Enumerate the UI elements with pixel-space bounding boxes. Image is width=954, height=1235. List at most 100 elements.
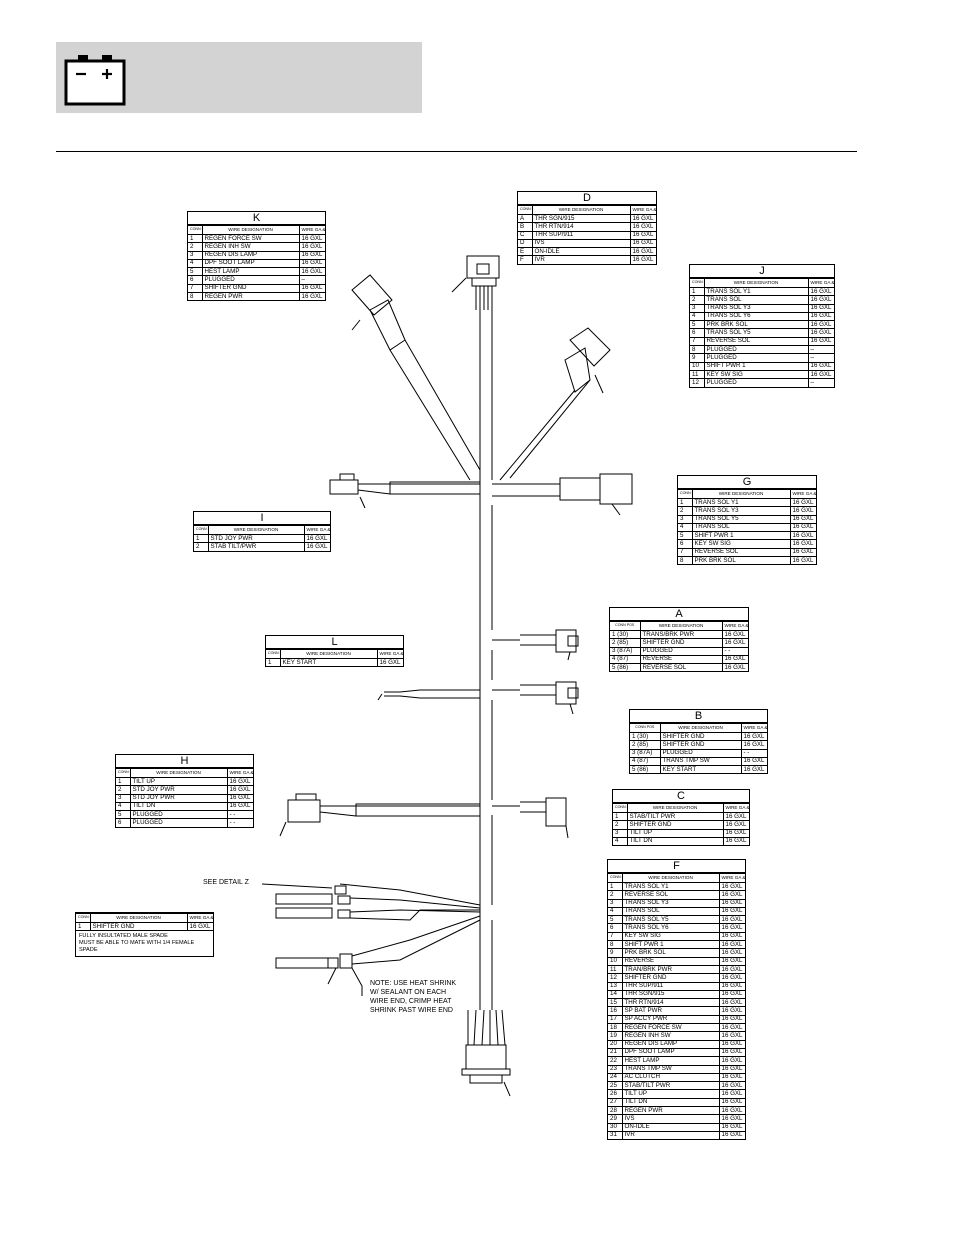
conn-pos-cell: 7 (690, 336, 705, 347)
wire-designation-cell: IVR (621, 1130, 720, 1140)
column-header-wire-ga: WIRE GA & TYPE (298, 225, 325, 235)
table-row: 3 (87A)PLUGGED- - (630, 748, 767, 758)
column-header-pos: CONN POS (194, 525, 209, 535)
conn-pos-cell: 1 (30) (630, 731, 661, 742)
wire-designation-cell: REVERSE (639, 654, 723, 665)
wire-ga-cell: 16 GXL (298, 242, 325, 252)
wire-ga-cell: 16 GXL (303, 533, 330, 544)
wire-ga-cell: - - (226, 810, 253, 820)
connector-j (499, 327, 611, 481)
wire-designation-cell: THR SGN/915 (621, 989, 720, 1000)
conn-pos-cell: 4 (613, 836, 628, 846)
conn-pos-cell: 2 (690, 295, 705, 305)
conn-pos-cell: 3 (613, 828, 628, 838)
table-title: F (608, 860, 745, 873)
wire-ga-cell: 16 GXL (718, 1056, 745, 1066)
column-header-wire-ga: WIRE GA & TYPE (807, 278, 834, 288)
conn-pos-cell: 6 (678, 539, 693, 549)
wire-designation-cell: TRAN/BRK PWR (621, 964, 720, 975)
wire-designation-cell: KEY SW SIG (691, 539, 791, 549)
wire-ga-cell: 16 GXL (718, 1089, 745, 1099)
conn-pos-cell: 9 (690, 353, 705, 363)
conn-pos-cell: 9 (608, 948, 623, 958)
wire-ga-cell: 16 GXL (722, 836, 749, 846)
conn-pos-cell: 4 (678, 522, 693, 533)
wire-designation-cell: TRANS SOL Y5 (703, 328, 809, 338)
column-header-pos: CONN POS (608, 873, 623, 883)
conn-pos-cell: 16 (608, 1006, 623, 1016)
wire-ga-cell: 16 GXL (718, 956, 745, 966)
conn-pos-cell: 2 (85) (610, 638, 641, 648)
conn-pos-cell: 5 (86) (630, 765, 661, 774)
conn-pos-cell: 3 (690, 303, 705, 313)
column-header-pos: CONN POS (613, 803, 628, 813)
wire-designation-cell: STD JOY PWR (207, 533, 305, 544)
wire-designation-cell: STAB/TILT PWR (626, 811, 724, 822)
wire-ga-cell: 16 GXL (718, 1014, 745, 1025)
wire-ga-cell: 16 GXL (629, 213, 656, 224)
column-header-designation: WIRE DESIGNATION (639, 621, 723, 631)
wire-ga-cell: 16 GXL (303, 542, 330, 551)
wire-designation-cell: PLUGGED (201, 275, 300, 285)
conn-pos-cell: 24 (608, 1072, 623, 1083)
conn-pos-cell: 18 (608, 1023, 623, 1033)
table-title: C (613, 790, 749, 803)
wire-designation-cell: REGEN FORCE SW (201, 233, 300, 244)
conn-pos-cell: 6 (188, 275, 203, 285)
conn-pos-cell: 11 (690, 369, 705, 380)
table-title: B (630, 710, 767, 723)
wire-ga-cell: 16 GXL (721, 629, 748, 640)
conn-pos-cell: 5 (678, 531, 693, 541)
wire-designation-cell: KEY SW SIG (621, 931, 720, 942)
wire-designation-cell: TILT UP (626, 828, 724, 838)
column-header-wire-ga: WIRE GA & TYPE (303, 525, 330, 535)
conn-pos-cell: 4 (87) (630, 756, 661, 767)
column-header-designation: WIRE DESIGNATION (659, 723, 742, 733)
wire-designation-cell: STD JOY PWR (129, 793, 228, 803)
wire-designation-cell: SHIFTER GND (626, 820, 724, 830)
wire-designation-cell: DPF SOOT LAMP (201, 258, 300, 269)
wire-ga-cell: 16 GXL (629, 247, 656, 257)
wire-designation-cell: PLUGGED (659, 748, 742, 758)
wire-ga-cell: 16 GXL (807, 311, 834, 322)
conn-pos-cell: 3 (188, 250, 203, 260)
conn-pos-cell: 4 (690, 311, 705, 322)
connector-l (377, 689, 480, 701)
connector-i (329, 473, 481, 509)
wire-ga-cell: 16 GXL (789, 497, 816, 508)
wire-designation-cell: TRANS SOL Y3 (703, 303, 809, 313)
table-row: 3 (87A)PLUGGED- - (610, 646, 748, 656)
conn-pos-cell: 1 (188, 233, 203, 244)
wire-ga-cell: 16 GXL (298, 267, 325, 277)
wire-designation-cell: PRK BRK SOL (703, 320, 809, 330)
conn-pos-cell: B (518, 222, 533, 232)
